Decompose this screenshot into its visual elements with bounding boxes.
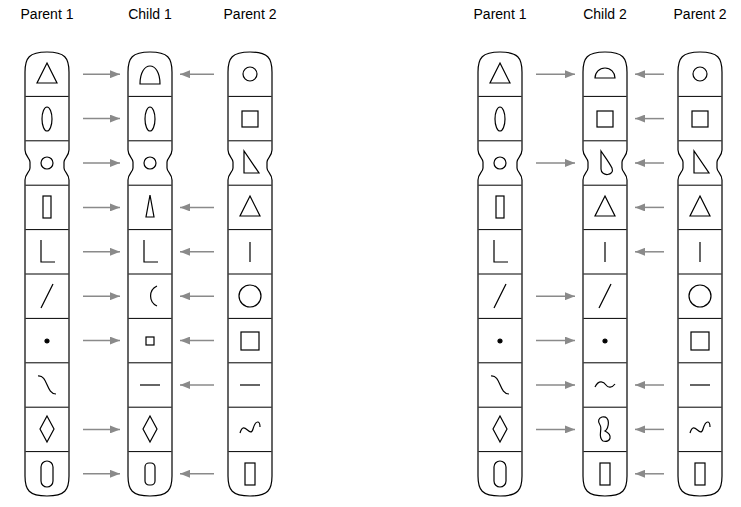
inheritance-arrow — [536, 73, 575, 75]
chromosome-outline — [583, 52, 627, 496]
inheritance-arrow — [635, 429, 664, 431]
chromosome: Parent 1 — [2, 0, 92, 500]
chromosome: Child 2 — [560, 0, 650, 500]
inheritance-arrow — [635, 73, 664, 75]
inheritance-arrow — [83, 340, 120, 342]
chromosome-outline — [678, 52, 722, 496]
inheritance-arrow — [83, 473, 120, 475]
inheritance-arrow — [83, 118, 120, 120]
inheritance-arrow — [536, 340, 575, 342]
chromosome-label: Parent 1 — [2, 6, 92, 22]
inheritance-arrow — [635, 384, 664, 386]
chromosome-outline — [478, 52, 522, 496]
inheritance-arrow — [83, 73, 120, 75]
chromosome-label: Parent 1 — [455, 6, 545, 22]
chromosome-outline — [228, 52, 272, 496]
inheritance-arrow — [180, 473, 214, 475]
inheritance-arrow — [83, 429, 120, 431]
chromosome: Parent 1 — [455, 0, 545, 500]
inheritance-arrow — [83, 207, 120, 209]
inheritance-arrow — [83, 295, 120, 297]
inheritance-arrow — [83, 162, 120, 164]
inheritance-arrow — [635, 162, 664, 164]
inheritance-arrow — [536, 429, 575, 431]
chromosome: Parent 2 — [655, 0, 741, 500]
inheritance-arrow — [635, 118, 664, 120]
inheritance-arrow — [635, 207, 664, 209]
inheritance-arrow — [180, 384, 214, 386]
chromosome-outline — [25, 52, 69, 496]
chromosome: Child 1 — [105, 0, 195, 500]
inheritance-arrow — [536, 295, 575, 297]
chromosome: Parent 2 — [205, 0, 295, 500]
chromosome-label: Parent 2 — [655, 6, 741, 22]
inheritance-arrow — [180, 251, 214, 253]
inheritance-arrow — [180, 73, 214, 75]
chromosome-label: Child 1 — [105, 6, 195, 22]
inheritance-arrow — [635, 473, 664, 475]
inheritance-arrow — [83, 251, 120, 253]
inheritance-arrow — [180, 207, 214, 209]
chromosome-label: Child 2 — [560, 6, 650, 22]
inheritance-arrow — [536, 384, 575, 386]
inheritance-arrow — [536, 162, 575, 164]
inheritance-arrow — [635, 251, 664, 253]
chromosome-label: Parent 2 — [205, 6, 295, 22]
inheritance-arrow — [180, 340, 214, 342]
chromosome-outline — [128, 52, 172, 496]
inheritance-arrow — [180, 295, 214, 297]
